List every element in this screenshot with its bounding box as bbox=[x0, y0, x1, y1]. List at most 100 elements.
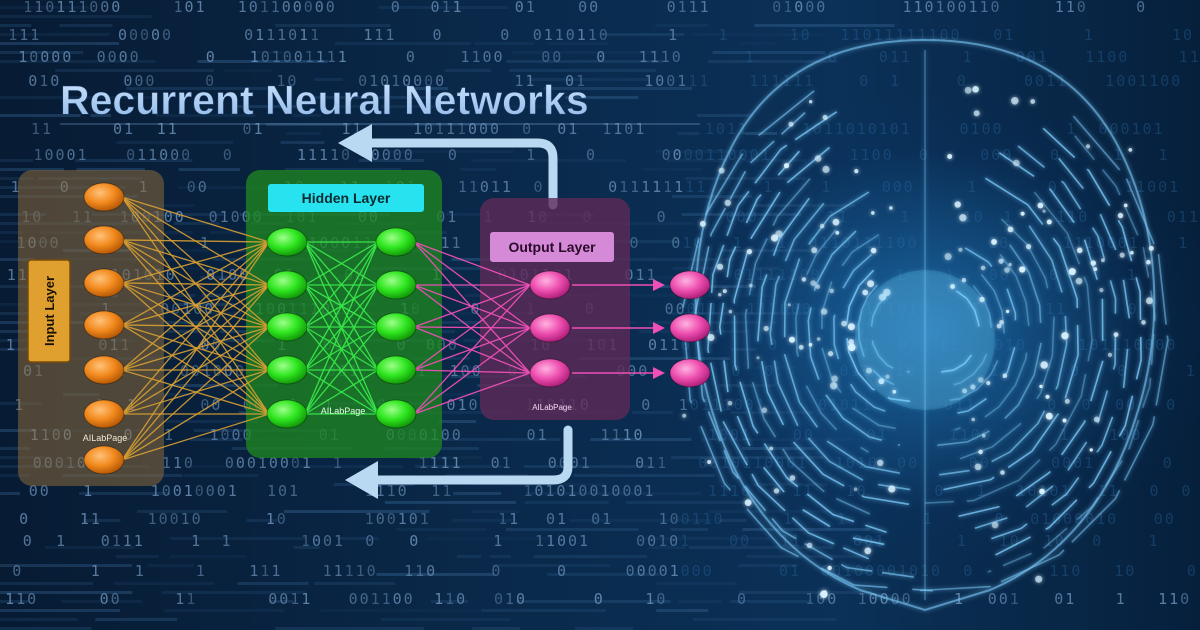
streak bbox=[161, 591, 306, 594]
brain-node bbox=[1075, 277, 1083, 285]
binary-digit: 0 bbox=[991, 0, 1000, 16]
brain-node bbox=[1093, 416, 1100, 423]
brain-circuit-icon bbox=[681, 38, 1169, 612]
streak bbox=[164, 609, 285, 612]
streak bbox=[460, 168, 497, 171]
binary-digit: 0 bbox=[181, 146, 190, 164]
binary-digit: 1 bbox=[635, 120, 644, 138]
input-to-hidden-edge bbox=[121, 284, 270, 415]
input-to-hidden-edge bbox=[121, 241, 270, 284]
binary-digit: 1 bbox=[458, 178, 467, 196]
binary-digit: 1 bbox=[907, 26, 916, 44]
binary-digit: 0 bbox=[371, 146, 380, 164]
binary-digit: 1 bbox=[679, 396, 688, 414]
binary-digit: 0 bbox=[56, 146, 65, 164]
binary-digit: 0 bbox=[624, 120, 633, 138]
binary-digit: 1 bbox=[435, 120, 444, 138]
streak bbox=[0, 564, 132, 567]
binary-digit: 1 bbox=[967, 178, 976, 196]
brain-node bbox=[847, 323, 855, 331]
streak bbox=[742, 528, 870, 531]
streak bbox=[0, 582, 94, 585]
binary-digit: 1 bbox=[923, 510, 932, 528]
binary-digit: 1 bbox=[305, 48, 314, 66]
binary-digit: 1 bbox=[430, 454, 439, 472]
brain-node bbox=[748, 283, 753, 288]
binary-digit: 1 bbox=[445, 590, 454, 608]
hidden-to-hidden-edge bbox=[304, 241, 379, 328]
binary-digit: 0 bbox=[360, 590, 369, 608]
binary-digit: 1 bbox=[266, 510, 275, 528]
binary-digit: 1 bbox=[568, 120, 577, 138]
streak bbox=[668, 312, 809, 315]
binary-digit: 1 bbox=[1169, 178, 1178, 196]
binary-digit: 0 bbox=[1054, 590, 1063, 608]
binary-digit: 0 bbox=[993, 26, 1002, 44]
streak bbox=[547, 573, 660, 576]
streak bbox=[730, 600, 812, 603]
binary-digit: 0 bbox=[957, 72, 966, 90]
hidden-to-hidden-edge bbox=[304, 284, 379, 415]
binary-digit: 0 bbox=[426, 562, 435, 580]
hidden-to-output-edge bbox=[413, 327, 531, 415]
brain-node bbox=[831, 375, 838, 383]
binary-digit: 1 bbox=[1096, 510, 1105, 528]
binary-digit: 0 bbox=[1107, 48, 1116, 66]
binary-digit: 0 bbox=[673, 146, 682, 164]
binary-digit: 1 bbox=[297, 146, 306, 164]
binary-digit: 0 bbox=[187, 178, 196, 196]
binary-digit: 1 bbox=[619, 178, 628, 196]
binary-digit: 0 bbox=[1144, 336, 1153, 354]
streak bbox=[444, 69, 491, 72]
binary-digit: 0 bbox=[404, 590, 413, 608]
binary-digit: 0 bbox=[1055, 532, 1064, 550]
streak bbox=[380, 618, 511, 621]
binary-digit: 0 bbox=[1027, 48, 1036, 66]
streak bbox=[718, 384, 776, 387]
input-to-hidden-edge bbox=[121, 413, 270, 461]
binary-digit: 0 bbox=[1166, 396, 1175, 414]
binary-digit: 0 bbox=[748, 208, 757, 226]
binary-digit: 1 bbox=[668, 26, 677, 44]
input-to-hidden-edge bbox=[121, 239, 270, 243]
binary-digit: 1 bbox=[636, 266, 645, 284]
streak bbox=[204, 312, 259, 315]
binary-digit: 1 bbox=[783, 0, 792, 16]
binary-digit: 0 bbox=[741, 482, 750, 500]
binary-digit: 1 bbox=[1005, 336, 1014, 354]
brain-node bbox=[889, 206, 893, 210]
streak bbox=[453, 492, 502, 495]
binary-digit: 1 bbox=[730, 482, 739, 500]
binary-digit: 0 bbox=[282, 0, 291, 16]
streak bbox=[44, 546, 136, 549]
binary-digit: 0 bbox=[565, 72, 574, 90]
binary-digit: 0 bbox=[655, 72, 664, 90]
output-node bbox=[529, 270, 571, 300]
binary-digit: 1 bbox=[901, 120, 910, 138]
streak bbox=[599, 276, 701, 279]
binary-digit: 1 bbox=[709, 300, 718, 318]
brain-node bbox=[973, 110, 980, 117]
streak bbox=[691, 33, 823, 36]
binary-digit: 1 bbox=[289, 482, 298, 500]
binary-digit: 0 bbox=[277, 510, 286, 528]
binary-digit: 0 bbox=[491, 562, 500, 580]
binary-digit: 0 bbox=[850, 336, 859, 354]
binary-digit: 1 bbox=[330, 146, 339, 164]
brain-node bbox=[707, 334, 715, 341]
binary-digit: 1 bbox=[719, 26, 728, 44]
binary-digit: 1 bbox=[602, 510, 611, 528]
brain-node bbox=[971, 417, 975, 422]
input-node bbox=[83, 310, 125, 340]
binary-digit: 1 bbox=[6, 336, 15, 354]
binary-digit: 1 bbox=[1172, 26, 1181, 44]
binary-digit: 1 bbox=[657, 454, 666, 472]
binary-digit: 0 bbox=[1062, 454, 1071, 472]
brain-node bbox=[1101, 258, 1105, 263]
binary-digit: 0 bbox=[456, 590, 465, 608]
input-to-hidden-edge bbox=[121, 326, 270, 415]
binary-digit: 1 bbox=[222, 532, 231, 550]
binary-digit: 1 bbox=[581, 454, 590, 472]
binary-digit: 1 bbox=[659, 510, 668, 528]
streak bbox=[631, 411, 673, 414]
